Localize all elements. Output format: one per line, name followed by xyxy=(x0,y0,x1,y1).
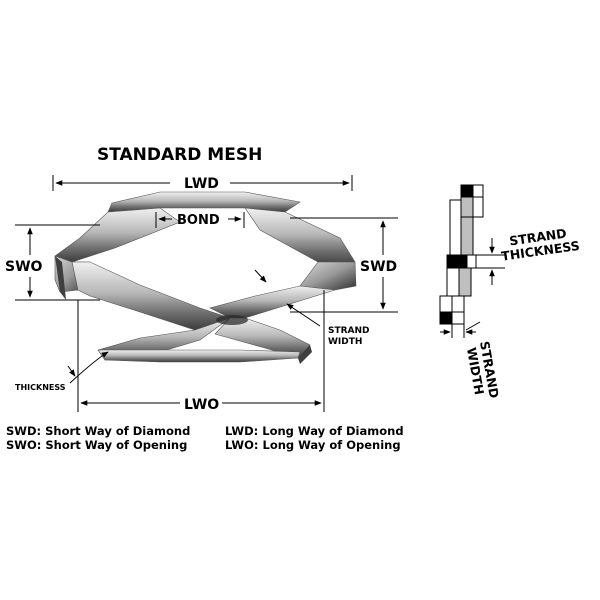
side-strand-width-label: STRAND WIDTH xyxy=(463,340,502,406)
lwd-label: LWD xyxy=(184,176,219,192)
diagram-title: STANDARD MESH xyxy=(97,145,262,165)
legend-swd: SWD: Short Way of Diamond xyxy=(6,424,191,438)
swd-label: SWD xyxy=(360,259,397,275)
bond-label: BOND xyxy=(177,213,220,228)
swo-label: SWO xyxy=(5,259,43,275)
strand-width-line-2: WIDTH xyxy=(328,337,362,347)
thickness-label: THICKNESS xyxy=(15,383,66,392)
legend-lwd: LWD: Long Way of Diamond xyxy=(225,424,404,438)
legend-right: LWD: Long Way of Diamond LWO: Long Way o… xyxy=(225,424,404,452)
strand-cross-section xyxy=(439,184,484,325)
lwo-label: LWO xyxy=(184,397,219,413)
legend-lwo: LWO: Long Way of Opening xyxy=(225,438,401,452)
strand-width-label: STRAND WIDTH xyxy=(328,326,373,347)
strand-thickness-label: STRAND THICKNESS xyxy=(498,224,580,264)
dimension-lines xyxy=(15,175,398,412)
legend-left: SWD: Short Way of Diamond SWO: Short Way… xyxy=(6,424,190,452)
strand-width-line-1: STRAND xyxy=(328,326,370,336)
mesh-strands xyxy=(54,191,357,364)
cross-section-dimensions xyxy=(440,238,505,338)
legend-swo: SWO: Short Way of Opening xyxy=(6,438,188,452)
